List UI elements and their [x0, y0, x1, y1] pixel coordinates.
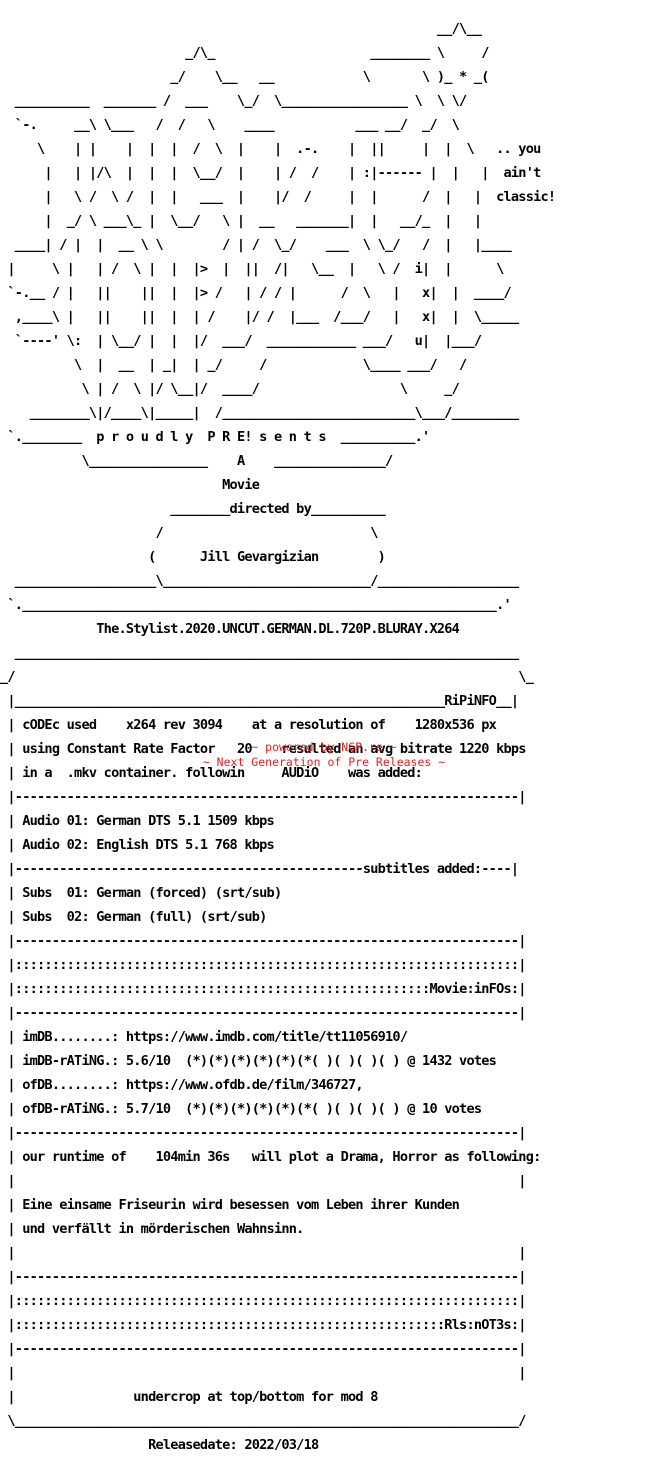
- logo-art-line: | | |/\ | | | \__/ | | / / | :|------ | …: [0, 165, 541, 181]
- header-a: A: [236, 453, 245, 469]
- proudly-presents: p r o u d l y P R E! s e n t s: [96, 429, 326, 445]
- logo-art-line: ,____\ | || || | | / |/ / |___ /___/ | x…: [0, 309, 519, 325]
- movie-line: | imDB........: https://www.imdb.com/tit…: [0, 1029, 408, 1045]
- box-divider: |:::::::::::::::::::::::::::::::::::::::…: [0, 1293, 526, 1309]
- header-movie-line: Movie: [0, 477, 648, 493]
- logo-art-line: `-. __\ \___ / / \ ____ ___ __/ _/ \: [0, 117, 467, 133]
- box-header-line: |_______________________________________…: [0, 693, 519, 709]
- ofdb-link: ofDB........: https://www.ofdb.de/film/3…: [22, 1077, 363, 1093]
- logo-art-line: `----' \: | \__/ | | |/ ___/ ___________…: [0, 333, 482, 349]
- box-divider: |---------------------------------------…: [0, 1269, 526, 1285]
- footer-tagline: ~ Next Generation of Pre Releases ~: [202, 755, 446, 769]
- plot-text-2: und verfällt in mörderischen Wahnsinn.: [22, 1221, 304, 1237]
- logo-art-line: \ | __ | _| | _/ / \____ ___/ /: [0, 357, 467, 373]
- logo-art-line: __/\__: [0, 21, 482, 37]
- logo-art-line: _/ \__ __ \ \ )_ * _(: [0, 69, 489, 85]
- header-box-line: ___________________\____________________…: [0, 573, 519, 589]
- logo-art-line: | _/ \ ___\_ | \__/ \ | __ _______| | __…: [0, 213, 482, 229]
- box-divider: |:::::::::::::::::::::::::::::::::::::::…: [0, 957, 526, 973]
- notes-line: | undercrop at top/bottom for mod 8: [0, 1389, 378, 1405]
- releasedate-line: Releasedate: 2022/03/18: [0, 1437, 648, 1453]
- subs-2: Subs 02: German (full) (srt/sub): [22, 909, 267, 925]
- plot-text-1: Eine einsame Friseurin wird besessen vom…: [22, 1197, 460, 1213]
- logo-art-line: \ | | | | | / \ | | .-. | || | | \ .. yo…: [0, 141, 541, 157]
- video-line-3: in a .mkv container. followin AUDiO was …: [22, 765, 423, 781]
- movie-line: | ofDB-rATiNG.: 5.7/10 (*)(*)(*)(*)(*)(*…: [0, 1101, 482, 1117]
- box-header-line: |:::::::::::::::::::::::::::::::::::::::…: [0, 981, 526, 997]
- ofdb-rating: ofDB-rATiNG.: 5.7/10 (*)(*)(*)(*)(*)(*( …: [22, 1101, 482, 1117]
- logo-art-line: | \ | | / \ | | |> | || /| \__ | \ / i| …: [0, 261, 504, 277]
- logo-art-line: _/\_ ________ \ /: [0, 45, 489, 61]
- box-header-line: |:::::::::::::::::::::::::::::::::::::::…: [0, 1317, 526, 1333]
- audio-1: Audio 01: German DTS 5.1 1509 kbps: [22, 813, 275, 829]
- movie-line: | ofDB........: https://www.ofdb.de/film…: [0, 1077, 363, 1093]
- header-box-line: `.______________________________________…: [0, 597, 511, 613]
- box-divider: |---------------------------------------…: [0, 933, 526, 949]
- audio-line: | Audio 02: English DTS 5.1 768 kbps: [0, 837, 275, 853]
- tagline-aint: ain't: [503, 165, 541, 181]
- header-directed-line: ________directed by__________: [0, 501, 386, 517]
- blank-line: | |: [0, 1365, 526, 1381]
- logo-art-line: `.________ p r o u d l y P R E! s e n t …: [0, 429, 430, 445]
- box-divider: |---------------------------------------…: [0, 1125, 526, 1141]
- box-divider: |---------------------------------------…: [0, 1005, 526, 1021]
- release-name-line: The.Stylist.2020.UNCUT.GERMAN.DL.720P.BL…: [0, 621, 648, 637]
- footer-powered-by: ~ powered by NGP.re ~: [251, 740, 397, 754]
- release-date: Releasedate: 2022/03/18: [148, 1437, 319, 1453]
- video-line-2: using Constant Rate Factor 20 resulted a…: [22, 741, 526, 757]
- tagline-you: .. you: [496, 141, 541, 157]
- video-line-1: cODEc used x264 rev 3094 at a resolution…: [22, 717, 497, 733]
- runtime-text: our runtime of 104min 36s will plot a Dr…: [22, 1149, 541, 1165]
- video-line: | using Constant Rate Factor 20 resulted…: [0, 741, 526, 757]
- imdb-rating: imDB-rATiNG.: 5.6/10 (*)(*)(*)(*)(*)(*( …: [22, 1053, 497, 1069]
- blank-line: | |: [0, 1173, 526, 1189]
- logo-art-line: `-.__ / | || || | |> / | / / | / \ | x| …: [0, 285, 511, 301]
- video-line: | in a .mkv container. followin AUDiO wa…: [0, 765, 423, 781]
- plot-line: | und verfällt in mörderischen Wahnsinn.: [0, 1221, 304, 1237]
- box-border: _/ \_: [0, 669, 534, 685]
- box-header-line: |---------------------------------------…: [0, 861, 519, 877]
- notes-text: undercrop at top/bottom for mod 8: [133, 1389, 378, 1405]
- box-divider: |---------------------------------------…: [0, 789, 526, 805]
- audio-2: Audio 02: English DTS 5.1 768 kbps: [22, 837, 275, 853]
- tagline-classic: classic!: [496, 189, 556, 205]
- logo-art-line: \________________ A _______________/: [0, 453, 393, 469]
- release-name: The.Stylist.2020.UNCUT.GERMAN.DL.720P.BL…: [96, 621, 460, 637]
- director-name: Jill Gevargizian: [199, 549, 319, 565]
- logo-art-line: | \ / \ / | | ___ | |/ / | | / | | class…: [0, 189, 556, 205]
- box-border: ________________________________________…: [0, 645, 519, 661]
- subs-1: Subs 01: German (forced) (srt/sub): [22, 885, 282, 901]
- logo-art-line: ________\|/____\|_____| /_______________…: [0, 405, 519, 421]
- logo-art-line: \ | / \ |/ \__|/ ____/ \ _/: [0, 381, 460, 397]
- section-movieinfos: Movie:inFOs: [429, 981, 511, 997]
- box-border: \_______________________________________…: [0, 1413, 526, 1429]
- video-line: | cODEc used x264 rev 3094 at a resoluti…: [0, 717, 497, 733]
- nfo-text: __/\__ _/\_ ________ \ / _/ \__ __ \ \ )…: [0, 11, 648, 1463]
- movie-line: | imDB-rATiNG.: 5.6/10 (*)(*)(*)(*)(*)(*…: [0, 1053, 497, 1069]
- imdb-link: imDB........: https://www.imdb.com/title…: [22, 1029, 408, 1045]
- runtime-line: | our runtime of 104min 36s will plot a …: [0, 1149, 541, 1165]
- logo-art-line: __________ _______ / ___ \_/ \__________…: [0, 93, 467, 109]
- subs-line: | Subs 02: German (full) (srt/sub): [0, 909, 267, 925]
- header-director-line: ( Jill Gevargizian ): [0, 549, 386, 565]
- audio-line: | Audio 01: German DTS 5.1 1509 kbps: [0, 813, 275, 829]
- header-movie: Movie: [222, 477, 260, 493]
- header-directed-by: directed by: [229, 501, 312, 517]
- section-ripinfo: RiPiNFO: [444, 693, 497, 709]
- section-subtitles: subtitles added:: [362, 861, 482, 877]
- subs-line: | Subs 01: German (forced) (srt/sub): [0, 885, 282, 901]
- box-divider: |---------------------------------------…: [0, 1341, 526, 1357]
- logo-art-line: ____| / | | __ \ \ / | / \_/ ___ \ \_/ /…: [0, 237, 512, 253]
- header-box-line: / \: [0, 525, 378, 541]
- plot-line: | Eine einsame Friseurin wird besessen v…: [0, 1197, 460, 1213]
- blank-line: | |: [0, 1245, 526, 1261]
- section-rlsnotes: Rls:nOT3s: [444, 1317, 511, 1333]
